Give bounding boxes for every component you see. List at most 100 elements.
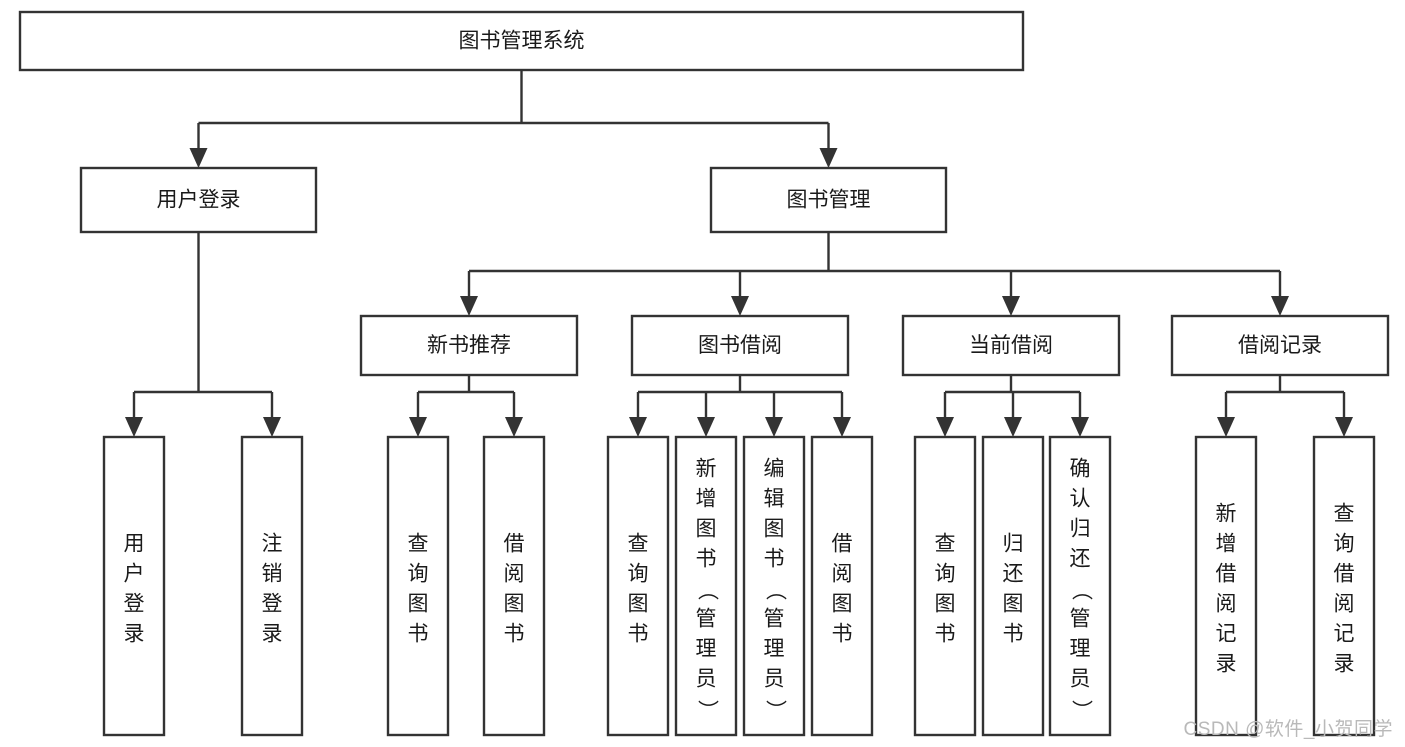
node-label-char: 销	[262, 563, 283, 586]
node-label-char: 管	[696, 608, 717, 631]
node-label-char: 书	[935, 623, 956, 646]
node-label-char: （	[695, 580, 718, 601]
node-box[interactable]	[981, 435, 1045, 737]
node-box[interactable]	[18, 10, 1025, 72]
node-user-login[interactable]: 用户登录	[79, 166, 318, 234]
node-label-char: 管	[764, 608, 785, 631]
node-current-borrow[interactable]: 当前借阅	[901, 314, 1121, 377]
node-root-图书管理系统[interactable]: 图书管理系统	[18, 10, 1025, 72]
arrow-head-icon	[765, 417, 783, 437]
node-label-char: 确	[1070, 458, 1091, 481]
node-label: 图书借阅	[698, 334, 782, 357]
node-label-char: 注	[262, 533, 283, 556]
arrow-head-icon	[833, 417, 851, 437]
arrow-head-icon	[505, 417, 523, 437]
node-label-char: 还	[1003, 563, 1024, 586]
node-label-char: 查	[408, 533, 429, 556]
node-box[interactable]	[386, 435, 450, 737]
node-label-char: 借	[832, 533, 853, 556]
node-leaf-user-login[interactable]: 用户登录	[102, 435, 166, 737]
node-label-char: 阅	[504, 563, 525, 586]
node-box[interactable]	[913, 435, 977, 737]
node-label-char: 查	[1334, 503, 1355, 526]
node-label-char: 编	[764, 458, 785, 481]
node-new-book-rec[interactable]: 新书推荐	[359, 314, 579, 377]
node-label-char: 记	[1334, 623, 1355, 646]
node-label-char: 管	[1070, 608, 1091, 631]
node-label-char: 书	[628, 623, 649, 646]
node-label-char: 图	[696, 518, 717, 541]
arrow-head-icon	[1335, 417, 1353, 437]
node-label-char: 录	[1216, 653, 1237, 676]
arrow-head-icon	[697, 417, 715, 437]
node-label-char: 书	[408, 623, 429, 646]
arrow-head-icon	[189, 148, 208, 168]
node-label-char: 查	[628, 533, 649, 556]
node-label-char: 查	[935, 533, 956, 556]
arrow-head-icon	[819, 148, 838, 168]
node-label-char: 借	[1334, 563, 1355, 586]
arrow-head-icon	[263, 417, 281, 437]
node-layer: 图书管理系统用户登录图书管理新书推荐图书借阅当前借阅借阅记录用户登录注销登录查询…	[18, 10, 1390, 737]
node-label-char: 书	[696, 548, 717, 571]
node-book-manage[interactable]: 图书管理	[709, 166, 948, 234]
node-label-char: 图	[935, 593, 956, 616]
node-label-char: ）	[695, 700, 718, 721]
node-box[interactable]	[674, 435, 738, 737]
node-label-char: 新	[696, 458, 717, 481]
arrow-head-icon	[1004, 417, 1022, 437]
node-label-char: 书	[832, 623, 853, 646]
node-label: 新书推荐	[427, 334, 511, 357]
node-box[interactable]	[1048, 435, 1112, 737]
node-box[interactable]	[742, 435, 806, 737]
node-label-char: 认	[1070, 488, 1091, 511]
node-box[interactable]	[709, 166, 948, 234]
node-box[interactable]	[1170, 314, 1390, 377]
node-box[interactable]	[240, 435, 304, 737]
node-label-char: 增	[1216, 533, 1237, 556]
node-box[interactable]	[901, 314, 1121, 377]
node-label-char: 员	[696, 668, 717, 691]
node-box[interactable]	[630, 314, 850, 377]
node-label: 图书管理系统	[459, 30, 585, 53]
node-label-char: 录	[124, 623, 145, 646]
node-label-char: ）	[1069, 700, 1092, 721]
arrow-head-icon	[125, 417, 143, 437]
arrow-head-icon	[1002, 296, 1020, 316]
arrow-head-icon	[1217, 417, 1235, 437]
node-label-char: 书	[504, 623, 525, 646]
node-box[interactable]	[810, 435, 874, 737]
node-label-char: 户	[124, 563, 145, 586]
node-box[interactable]	[79, 166, 318, 234]
node-label-char: 图	[1003, 593, 1024, 616]
node-label-char: 询	[408, 563, 429, 586]
node-label-char: 阅	[1334, 593, 1355, 616]
node-box[interactable]	[482, 435, 546, 737]
node-box[interactable]	[359, 314, 579, 377]
arrow-head-icon	[460, 296, 478, 316]
node-label-char: 登	[124, 593, 145, 616]
node-borrow-record[interactable]: 借阅记录	[1170, 314, 1390, 377]
node-book-borrow[interactable]: 图书借阅	[630, 314, 850, 377]
node-box[interactable]	[102, 435, 166, 737]
node-label-char: 新	[1216, 503, 1237, 526]
node-label-char: 图	[832, 593, 853, 616]
node-box[interactable]	[1312, 435, 1376, 737]
node-box[interactable]	[606, 435, 670, 737]
node-label-char: 还	[1070, 548, 1091, 571]
node-box[interactable]	[1194, 435, 1258, 737]
node-label-char: 录	[262, 623, 283, 646]
